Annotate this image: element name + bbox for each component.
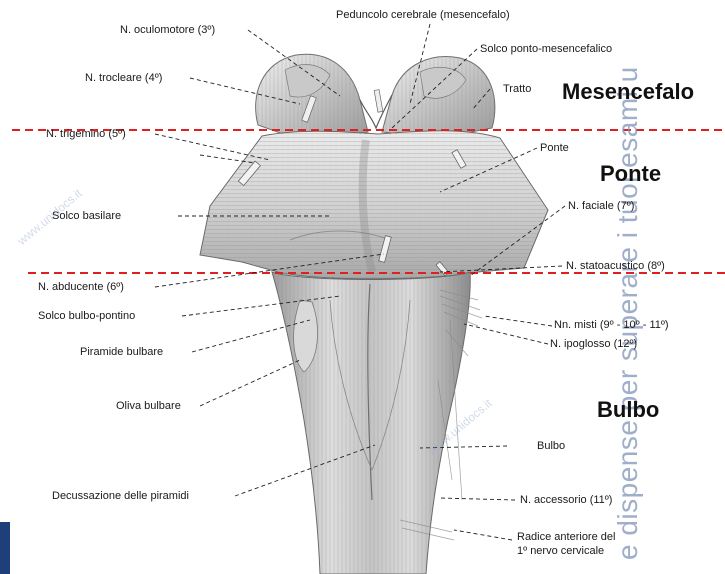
label-solco-bulbo-pontino: Solco bulbo-pontino bbox=[38, 310, 135, 322]
watermark-side-text: e dispense per superare i tuoi esami u bbox=[612, 66, 644, 560]
label-decussazione: Decussazione delle piramidi bbox=[52, 490, 189, 502]
label-oliva-bulbare: Oliva bulbare bbox=[116, 400, 181, 412]
label-accessorio: N. accessorio (11º) bbox=[520, 494, 612, 506]
label-statoacustico: N. statoacustico (8º) bbox=[566, 260, 665, 272]
label-radice-line1: Radice anteriore del bbox=[517, 531, 615, 543]
cerebral-peduncles bbox=[256, 54, 495, 140]
label-solco-basilare: Solco basilare bbox=[52, 210, 121, 222]
label-tratto: Tratto bbox=[503, 83, 531, 95]
label-ponte: Ponte bbox=[540, 142, 569, 154]
label-oculomotore: N. oculomotore (3º) bbox=[120, 24, 215, 36]
label-trocleare: N. trocleare (4º) bbox=[85, 72, 162, 84]
label-ipoglosso: N. ipoglosso (12º) bbox=[550, 338, 637, 350]
label-solco-ponto-mesencefalico: Solco ponto-mesencefalico bbox=[480, 43, 612, 55]
corner-logo-mark bbox=[0, 522, 10, 574]
label-piramide-bulbare: Piramide bulbare bbox=[80, 346, 163, 358]
region-ponte: Ponte bbox=[600, 162, 661, 186]
label-abducente: N. abducente (6º) bbox=[38, 281, 124, 293]
medulla-shape bbox=[272, 272, 482, 574]
label-peduncolo: Peduncolo cerebrale (mesencefalo) bbox=[336, 9, 510, 21]
region-mesencefalo: Mesencefalo bbox=[562, 80, 694, 104]
label-nn-misti: Nn. misti (9º - 10º - 11º) bbox=[554, 319, 669, 331]
label-faciale: N. faciale (7º) bbox=[568, 200, 634, 212]
region-bulbo: Bulbo bbox=[597, 398, 659, 422]
label-radice-line2: 1º nervo cervicale bbox=[517, 545, 604, 557]
label-trigemino: N. trigemino (5º) bbox=[46, 128, 126, 140]
label-bulbo: Bulbo bbox=[537, 440, 565, 452]
